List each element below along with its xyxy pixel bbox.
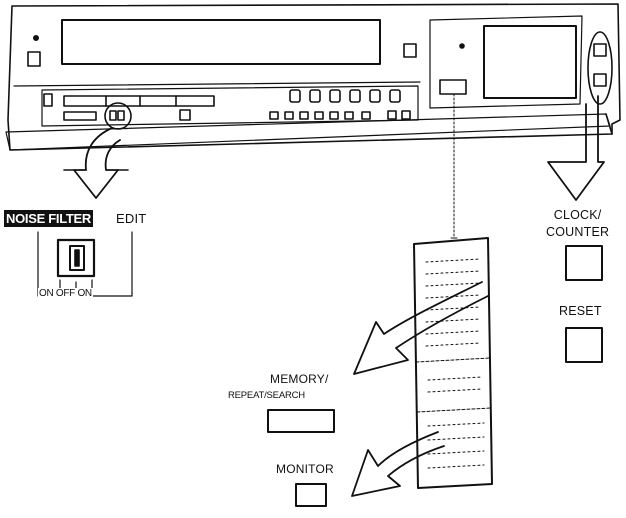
clock-counter-label-line2: COUNTER [546,225,610,239]
vcr-front-panel [5,3,621,151]
vcr-body-outline [7,3,621,151]
eject-button [27,51,41,67]
monitor-arrow [351,431,445,497]
remote-sensor [439,79,467,95]
display-section [429,15,583,109]
transport-buttons [289,89,401,103]
noise-filter-label: NOISE FILTER [4,210,93,227]
repeat-search-label: REPEAT/SEARCH [228,390,305,401]
remote-control [413,237,493,489]
clock-counter-arrow [547,95,605,201]
cassette-door [61,19,381,65]
edit-label: EDIT [116,211,147,226]
reset-label: RESET [559,304,602,318]
clock-reset-highlight [587,31,613,105]
memory-arrow [353,281,489,375]
noise-filter-switch [37,231,133,297]
memory-button [267,409,335,433]
clock-counter-label-line1: CLOCK/ [553,208,602,222]
clock-counter-button [565,245,603,281]
panel-knob [43,93,53,107]
monitor-label: MONITOR [276,462,334,476]
reset-button [565,327,603,363]
reset-button-small [593,73,607,87]
small-panel-button [403,43,417,58]
on-off-on-label: ON OFF ON [38,288,93,299]
memory-label: MEMORY/ [270,372,329,386]
noise-filter-arrow [63,127,129,199]
clock-counter-label: CLOCK/ COUNTER [546,207,609,241]
small-function-buttons [269,110,411,120]
clock-counter-button-small [593,43,607,57]
fluorescent-display [483,25,577,99]
monitor-button [295,483,327,507]
